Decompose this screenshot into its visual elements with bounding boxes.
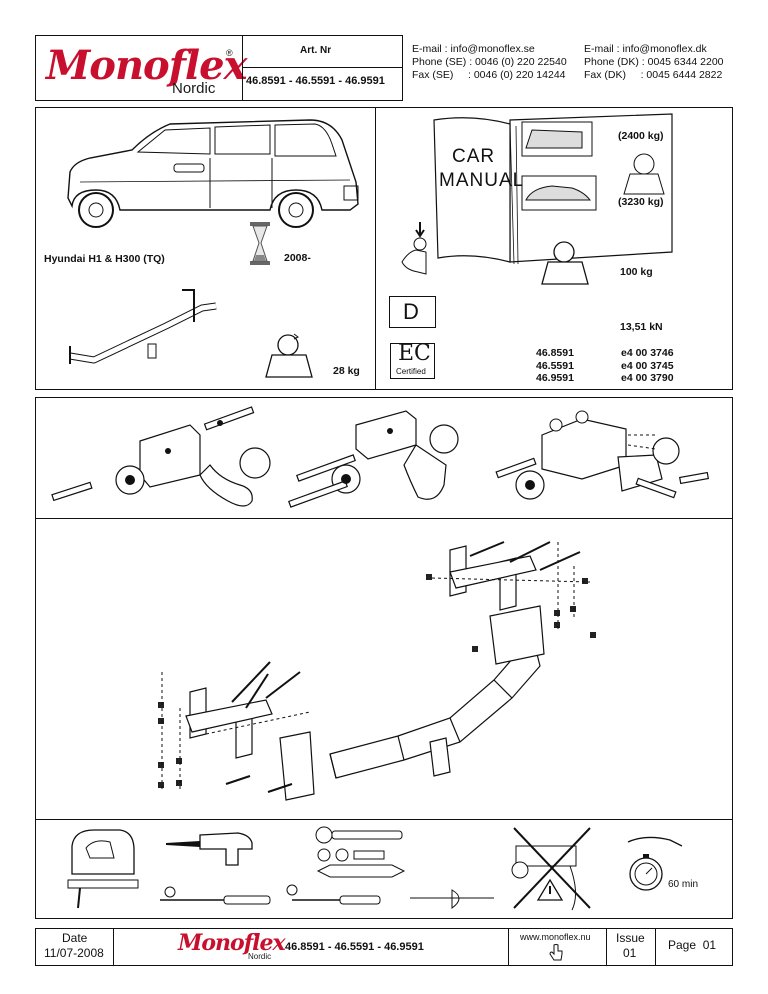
footer-logo-wordmark: Monoflex [178,930,286,956]
se-phone: Phone (SE) : 0046 (0) 220 22540 [412,56,567,68]
hand-pointer-icon [549,944,563,961]
logo-wordmark: Monoflex [46,42,247,89]
vertical-load-value: 28 kg [333,365,360,377]
footer-logo-nordic: Nordic [248,952,272,961]
footer-page-divider [655,928,656,966]
panel-divider [375,107,376,390]
dk-fax: Fax (DK) : 0045 6444 2822 [584,69,723,81]
d-value-box [389,296,436,328]
art-number-divider [242,67,403,68]
nose-load-value: 100 kg [620,266,653,278]
article-number: 46.5591 [536,359,574,372]
approval-numbers: e4 00 3746 e4 00 3745 e4 00 3790 [621,347,674,385]
stopwatch-icon [627,836,683,891]
contact-se: E-mail : info@monoflex.se Phone (SE) : 0… [412,43,567,82]
d-value: 13,51 kN [620,321,663,333]
vehicle-model: Hyundai H1 & H300 (TQ) [44,253,165,265]
se-fax: Fax (SE) : 0046 (0) 220 14244 [412,69,566,81]
ball-press-icon [401,222,427,275]
article-number: 46.8591 [536,347,574,359]
issue-label: Issue [616,931,645,945]
ec-mark: EC [398,341,431,366]
towball-variant-detachable [288,410,459,508]
article-numbers: 46.8591 46.5591 46.9591 [536,347,574,385]
assembly-panel [35,397,733,919]
trailer-weight-value: (2400 kg) [618,130,664,142]
logo-nordic: Nordic [172,80,216,97]
article-number: 46.9591 [536,372,574,384]
art-number-label: Art. Nr [300,45,332,56]
socket-wrench-icon [315,826,406,878]
ec-certified-text: Certified [396,367,426,376]
assembly-divider [35,518,733,519]
install-time: 60 min [668,879,699,890]
towbar-thumbnail [69,289,217,364]
brand-logo: Monoflex ® Nordic [44,40,247,100]
se-email[interactable]: E-mail : info@monoflex.se [412,43,535,55]
approval-number: e4 00 3746 [621,347,674,359]
screwdrivers-icon [160,884,494,909]
footer-date-divider [113,928,114,966]
footer-web-divider [508,928,509,966]
issue-value: 01 [623,946,637,960]
footer-issue-divider [606,928,607,966]
approval-number: e4 00 3745 [621,359,674,372]
jigsaw-icon [67,829,139,909]
approval-number: e4 00 3790 [621,372,674,384]
nose-weight-icon [541,241,589,285]
car-manual-book [433,113,673,265]
logo-registered-mark: ® [226,48,233,58]
dk-phone: Phone (DK) : 0045 6344 2200 [584,56,724,68]
crossbar-exploded-view [158,541,596,801]
art-number-box [242,35,403,101]
website-link[interactable]: www.monoflex.nu [520,932,591,942]
footer-frame [35,928,733,966]
footer-art-numbers: 46.8591 - 46.5591 - 46.9591 [285,941,424,953]
art-number-values: 46.8591 - 46.5591 - 46.9591 [246,75,385,87]
hourglass-icon [250,222,270,265]
no-welding-icon [511,827,591,911]
ec-certified-box [390,343,435,379]
manual-title-line1: CAR [452,146,496,167]
towball-variant-vertical [495,410,710,500]
dk-email[interactable]: E-mail : info@monoflex.dk [584,43,707,55]
vehicle-year: 2008- [284,252,311,264]
van-illustration [67,119,359,228]
d-letter: D [403,299,419,324]
date-value: 11/07-2008 [44,946,104,960]
contact-dk: E-mail : info@monoflex.dk Phone (DK) : 0… [584,43,724,82]
date-label: Date [62,931,88,945]
page-number: Page 01 [668,938,717,952]
tools-divider [35,819,733,820]
drill-icon [166,832,253,866]
towball-variant-fixed [51,406,271,507]
car-weight-value: (3230 kg) [618,196,664,208]
manual-title-line2: MANUAL [439,170,525,191]
vehicle-specs-panel [35,107,733,390]
ball-weight-icon [265,333,313,378]
